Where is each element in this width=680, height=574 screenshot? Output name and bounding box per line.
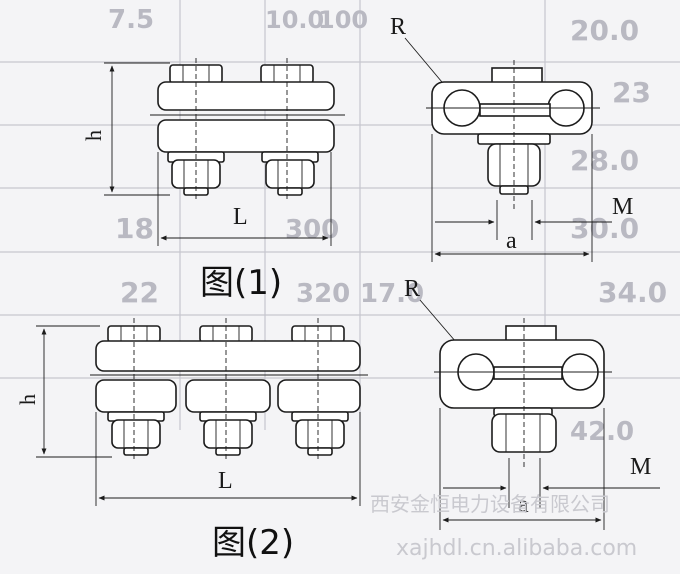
side-R-label: R [390, 14, 406, 40]
bg-cell: 22 [120, 276, 159, 309]
bg-cell: 17.0 [360, 279, 424, 309]
bg-cell: 10.0 [265, 6, 324, 34]
bg-cell: 320 [296, 279, 350, 309]
bg-cell: 100 [318, 6, 368, 34]
watermark-company: 西安金恒电力设备有限公司 [370, 492, 610, 516]
figure2-caption: 图(2) [212, 523, 294, 563]
bg-cell: 18 [115, 212, 154, 245]
dim-L-label: L [233, 204, 248, 230]
bg-cell: 28.0 [570, 144, 639, 177]
bg-cell: 34.0 [598, 276, 667, 309]
bg-cell: 23 [612, 76, 651, 109]
bg-cell: 30.0 [570, 212, 639, 245]
bg-cell: 7.5 [108, 5, 154, 35]
bg-cell: 20.0 [570, 14, 639, 47]
figure1-side-view: R M a [390, 14, 633, 262]
watermark-url: xajhdl.cn.alibaba.com [396, 536, 637, 561]
dim-h-label: h [81, 130, 106, 141]
figure1-front-view: h L 图(1) [81, 58, 345, 303]
side-R-label-2: R [404, 276, 420, 302]
figure1-caption: 图(1) [200, 263, 282, 303]
side-a-label-2: a [518, 492, 529, 518]
dim-h-label-2: h [15, 394, 40, 405]
watermark: 西安金恒电力设备有限公司 xajhdl.cn.alibaba.com [370, 492, 637, 561]
side-M-label: M [612, 194, 633, 220]
figure2-side-view: R M a [404, 276, 660, 530]
bg-cell: 42.0 [570, 417, 634, 447]
dim-L-label-2: L [218, 468, 233, 494]
side-M-label-2: M [630, 454, 651, 480]
side-a-label: a [506, 228, 517, 254]
figure2-front-view: h L 图(2) [15, 318, 368, 563]
